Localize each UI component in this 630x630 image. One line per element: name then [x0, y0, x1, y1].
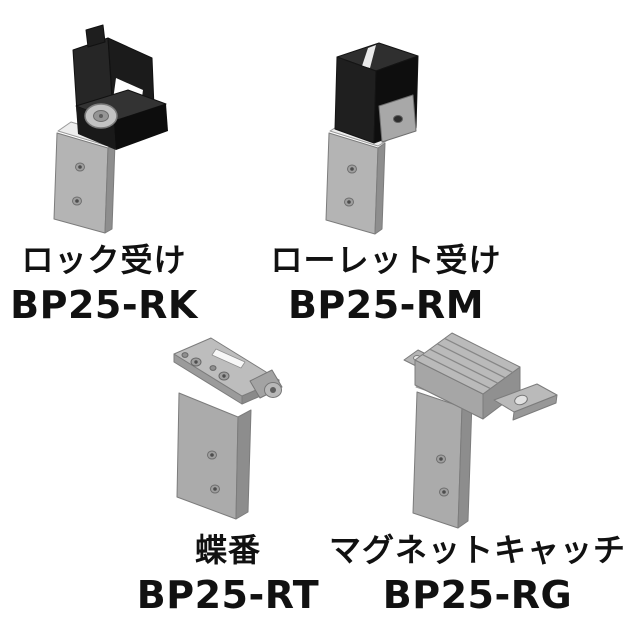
bracket-hole: [436, 454, 449, 497]
bracket-hole: [72, 162, 85, 206]
hinge-icon: [173, 337, 283, 520]
product-name-lock-receiver: ロック受け: [21, 241, 187, 279]
product-model-knurled-receiver: BP25-RM: [287, 283, 485, 327]
product-name-magnet-catch: マグネットキャッチ: [328, 531, 626, 569]
product-model-magnet-catch: BP25-RG: [382, 573, 573, 617]
product-model-hinge: BP25-RT: [136, 573, 320, 617]
bracket-hole: [207, 450, 220, 494]
magnet-grooves: [422, 337, 513, 390]
caption-hinge: 蝶番 BP25-RT: [118, 528, 338, 618]
product-model-lock-receiver: BP25-RK: [10, 283, 198, 327]
magnet-catch-icon: [403, 332, 558, 529]
caption-knurled-receiver: ローレット受け BP25-RM: [262, 238, 510, 328]
caption-magnet-catch: マグネットキャッチ BP25-RG: [325, 528, 630, 618]
caption-lock-receiver: ロック受け BP25-RK: [4, 238, 204, 328]
hinge-plate-holes: [181, 352, 230, 381]
bracket-hole: [344, 164, 357, 207]
product-name-knurled-receiver: ローレット受け: [270, 241, 502, 279]
hinge-knuckle: [249, 369, 283, 399]
product-name-hinge: 蝶番: [194, 531, 261, 569]
screw-icon: [84, 103, 118, 129]
knurled-receiver-icon: [325, 42, 419, 235]
lock-receiver-icon: [53, 24, 168, 234]
